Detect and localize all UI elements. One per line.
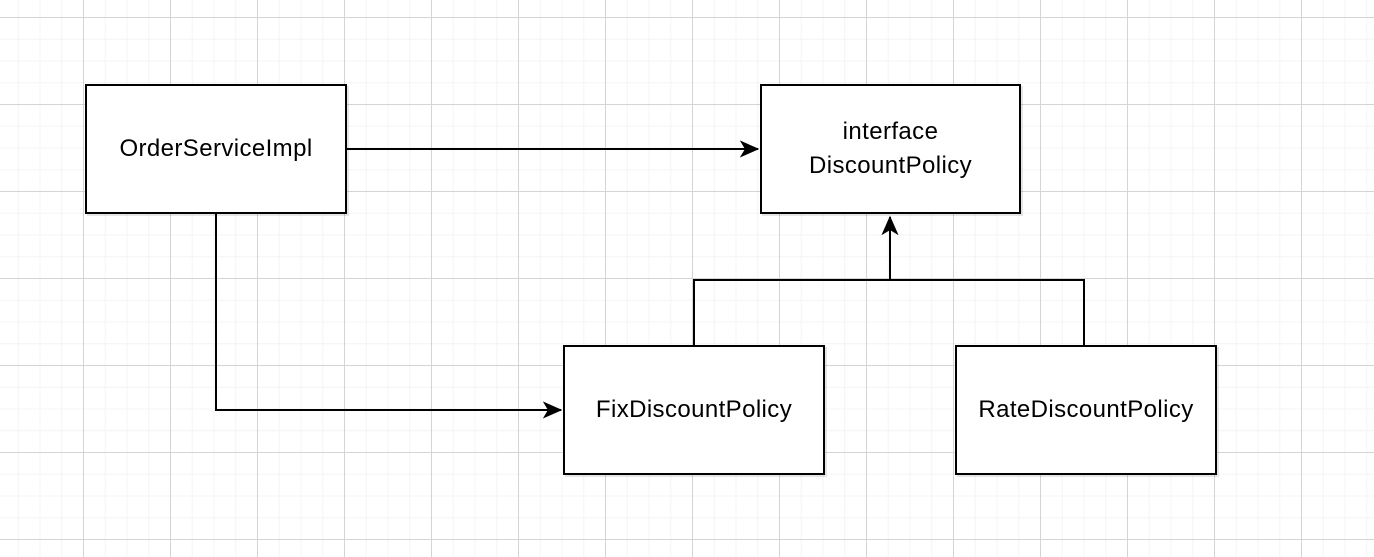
node-orderserviceimpl[interactable]: OrderServiceImpl — [85, 84, 347, 214]
edge-inheritance-bus[interactable] — [693, 279, 1085, 345]
node-fixdiscountpolicy[interactable]: FixDiscountPolicy — [563, 345, 825, 475]
node-label: DiscountPolicy — [809, 152, 972, 179]
node-label: FixDiscountPolicy — [595, 396, 793, 423]
node-ratediscountpolicy[interactable]: RateDiscountPolicy — [955, 345, 1217, 475]
node-label: RateDiscountPolicy — [978, 396, 1194, 423]
node-interface-discountpolicy[interactable]: interface DiscountPolicy — [760, 84, 1021, 214]
edge-orderservice-to-fixdiscountpolicy[interactable] — [215, 214, 561, 410]
node-stereotype-label: interface — [842, 118, 939, 145]
node-label: OrderServiceImpl — [119, 135, 313, 162]
